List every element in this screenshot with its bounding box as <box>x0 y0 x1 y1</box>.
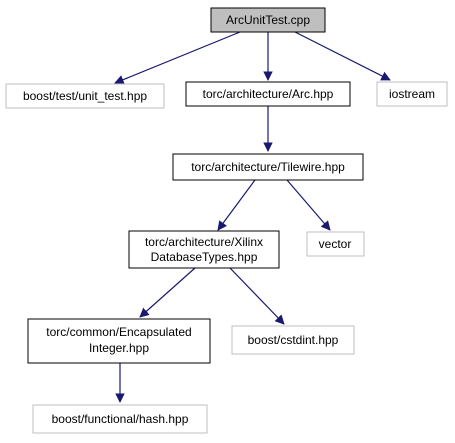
node-encapsulated-integer[interactable]: torc/common/Encapsulated Integer.hpp <box>27 318 211 364</box>
node-hash-label: boost/functional/hash.hpp <box>52 412 189 426</box>
node-unit-test: boost/test/unit_test.hpp <box>5 83 165 109</box>
node-iostream: iostream <box>376 81 448 107</box>
node-encap-label-line1: torc/common/Encapsulated <box>46 325 191 339</box>
node-unit-test-label: boost/test/unit_test.hpp <box>23 89 147 103</box>
edge-root-to-unit-test <box>114 31 241 85</box>
node-arc[interactable]: torc/architecture/Arc.hpp <box>185 81 351 107</box>
node-cstdint: boost/cstdint.hpp <box>231 325 355 355</box>
node-tilewire-label: torc/architecture/Tilewire.hpp <box>191 160 345 174</box>
node-vector: vector <box>306 231 365 257</box>
node-root[interactable]: ArcUnitTest.cpp <box>210 7 326 33</box>
node-iostream-label: iostream <box>389 87 435 101</box>
edge-root-to-iostream <box>294 31 391 81</box>
edge-tilewire-to-vector <box>286 179 331 231</box>
node-xilinx-database-types[interactable]: torc/architecture/Xilinx DatabaseTypes.h… <box>128 230 280 269</box>
edge-tilewire-to-xilinx <box>217 179 256 231</box>
node-root-label: ArcUnitTest.cpp <box>226 13 310 27</box>
node-arc-label: torc/architecture/Arc.hpp <box>203 87 334 101</box>
node-xilinx-label-line2: DatabaseTypes.hpp <box>151 250 258 264</box>
node-xilinx-label-line1: torc/architecture/Xilinx <box>145 235 263 249</box>
node-vector-label: vector <box>319 237 352 251</box>
node-encap-label-line2: Integer.hpp <box>89 341 149 355</box>
node-cstdint-label: boost/cstdint.hpp <box>248 333 339 347</box>
edge-xilinx-to-cstdint <box>229 267 285 325</box>
node-tilewire[interactable]: torc/architecture/Tilewire.hpp <box>172 153 364 181</box>
graph-edges <box>114 31 391 403</box>
node-hash: boost/functional/hash.hpp <box>32 404 208 434</box>
graph-nodes: ArcUnitTest.cpp boost/test/unit_test.hpp… <box>5 7 448 434</box>
edge-xilinx-to-encap <box>139 267 196 318</box>
